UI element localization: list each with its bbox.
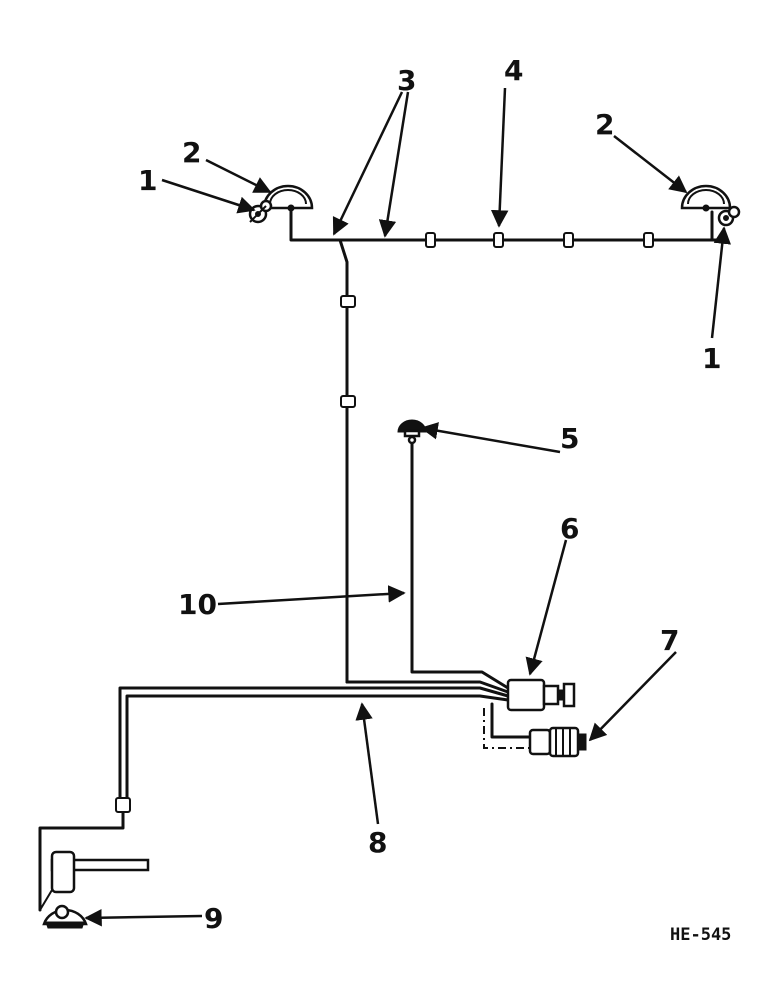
callout-8: 8 bbox=[368, 826, 387, 859]
tail-lamp bbox=[42, 904, 88, 929]
callout-4: 4 bbox=[504, 54, 523, 87]
connector bbox=[115, 797, 131, 813]
left-headlamp bbox=[262, 184, 314, 212]
light-switch bbox=[506, 678, 576, 712]
callout-5: 5 bbox=[560, 422, 579, 455]
connector bbox=[493, 232, 504, 248]
right-headlamp bbox=[680, 184, 732, 212]
figure-reference: HE-545 bbox=[670, 925, 731, 945]
callout-9: 9 bbox=[204, 902, 223, 935]
connector bbox=[563, 232, 574, 248]
callouts: 1 2 3 4 2 1 5 6 10 7 8 9 bbox=[138, 54, 721, 935]
right-lamp-socket bbox=[717, 205, 741, 227]
wiring-harness bbox=[38, 208, 722, 912]
callout-7: 7 bbox=[660, 624, 679, 657]
connector bbox=[643, 232, 654, 248]
callout-10: 10 bbox=[178, 588, 217, 621]
connector bbox=[340, 295, 356, 308]
callout-6: 6 bbox=[560, 512, 579, 545]
callout-1-left: 1 bbox=[138, 164, 157, 197]
callout-2-right: 2 bbox=[595, 108, 614, 141]
left-lamp-socket bbox=[248, 199, 273, 224]
harness-connectors bbox=[115, 232, 654, 813]
connector bbox=[425, 232, 436, 248]
trailer-connector bbox=[528, 726, 587, 758]
callout-3: 3 bbox=[397, 64, 416, 97]
tail-lamp-bracket bbox=[39, 850, 150, 911]
callout-1-right: 1 bbox=[702, 342, 721, 375]
connector bbox=[340, 395, 356, 408]
leader-lines bbox=[84, 87, 731, 927]
instrument-lamp bbox=[397, 419, 427, 445]
callout-2-left: 2 bbox=[182, 136, 201, 169]
